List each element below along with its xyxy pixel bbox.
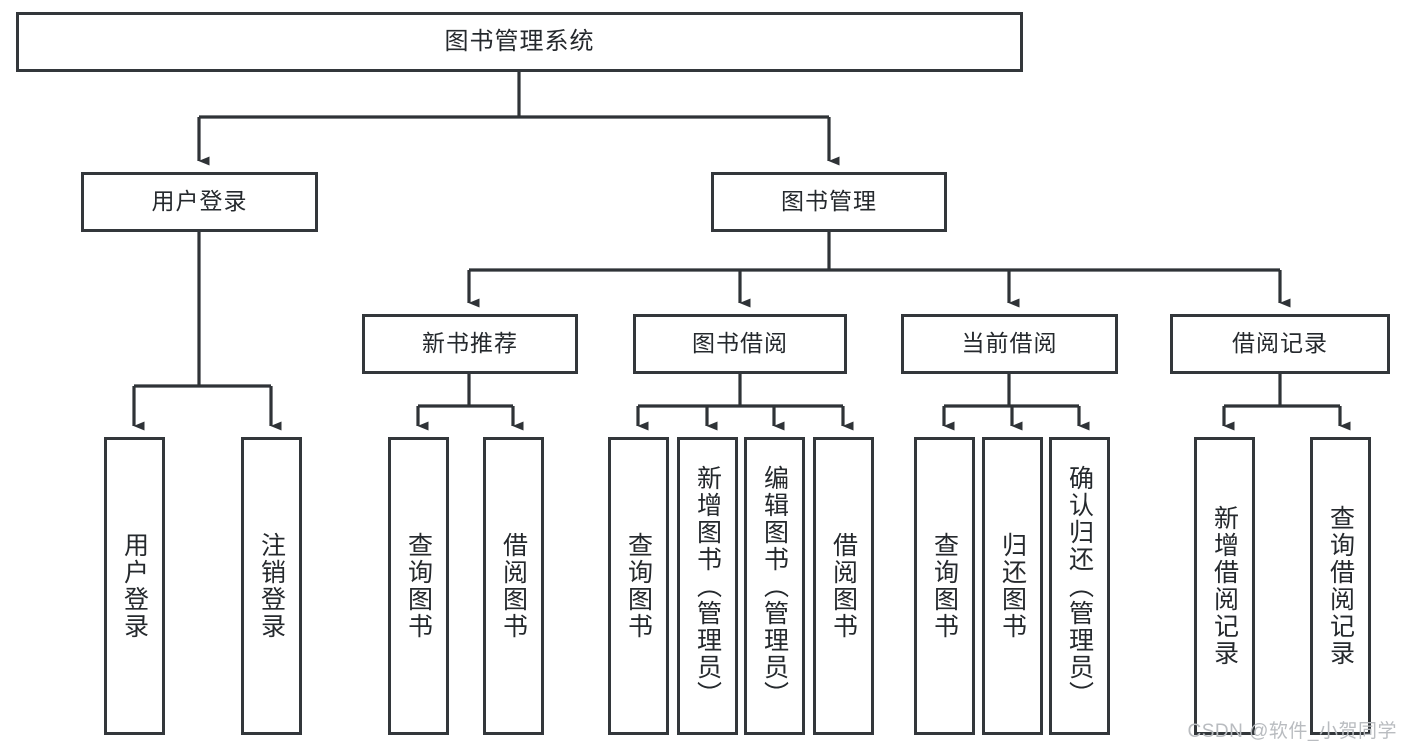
leaf-label: 查询图书: [404, 532, 433, 640]
leaf-query-book-current[interactable]: 查询图书: [914, 437, 975, 735]
leaf-label: 新增图书（管理员）: [693, 464, 722, 708]
leaf-logout-login[interactable]: 注销登录: [241, 437, 302, 735]
leaf-add-book-admin[interactable]: 新增图书（管理员）: [677, 437, 738, 735]
leaf-label: 查询借阅记录: [1326, 505, 1355, 667]
node-label: 当前借阅: [961, 330, 1058, 357]
node-label: 用户登录: [151, 188, 248, 215]
leaf-label: 查询图书: [930, 532, 959, 640]
node-current-borrow[interactable]: 当前借阅: [901, 314, 1118, 374]
node-root[interactable]: 图书管理系统: [16, 12, 1023, 72]
leaf-label: 用户登录: [120, 532, 149, 640]
leaf-confirm-return-admin[interactable]: 确认归还（管理员）: [1049, 437, 1110, 735]
leaf-return-book[interactable]: 归还图书: [982, 437, 1043, 735]
node-root-label: 图书管理系统: [444, 27, 595, 55]
node-label: 图书借阅: [692, 330, 788, 357]
node-label: 借阅记录: [1232, 330, 1328, 357]
node-book-borrow[interactable]: 图书借阅: [633, 314, 847, 374]
watermark: CSDN @软件_小贺同学: [1187, 721, 1397, 742]
leaf-label: 借阅图书: [829, 532, 858, 640]
leaf-edit-book-admin[interactable]: 编辑图书（管理员）: [744, 437, 805, 735]
node-new-book-recommend[interactable]: 新书推荐: [362, 314, 578, 374]
leaf-borrow-book-recommend[interactable]: 借阅图书: [483, 437, 544, 735]
leaf-user-login[interactable]: 用户登录: [104, 437, 165, 735]
leaf-label: 查询图书: [624, 532, 653, 640]
leaf-query-borrow-record[interactable]: 查询借阅记录: [1310, 437, 1371, 735]
leaf-label: 确认归还（管理员）: [1065, 464, 1094, 708]
leaf-query-book-borrow[interactable]: 查询图书: [608, 437, 669, 735]
node-label: 新书推荐: [422, 330, 518, 357]
leaf-query-book-recommend[interactable]: 查询图书: [388, 437, 449, 735]
node-user-login[interactable]: 用户登录: [81, 172, 318, 232]
node-label: 图书管理: [781, 188, 877, 215]
leaf-label: 新增借阅记录: [1210, 505, 1239, 667]
node-book-management[interactable]: 图书管理: [711, 172, 947, 232]
node-borrow-record[interactable]: 借阅记录: [1170, 314, 1390, 374]
leaf-borrow-book[interactable]: 借阅图书: [813, 437, 874, 735]
leaf-label: 归还图书: [998, 532, 1027, 640]
leaf-label: 编辑图书（管理员）: [760, 464, 789, 708]
leaf-label: 注销登录: [257, 532, 286, 640]
leaf-add-borrow-record[interactable]: 新增借阅记录: [1194, 437, 1255, 735]
leaf-label: 借阅图书: [499, 532, 528, 640]
